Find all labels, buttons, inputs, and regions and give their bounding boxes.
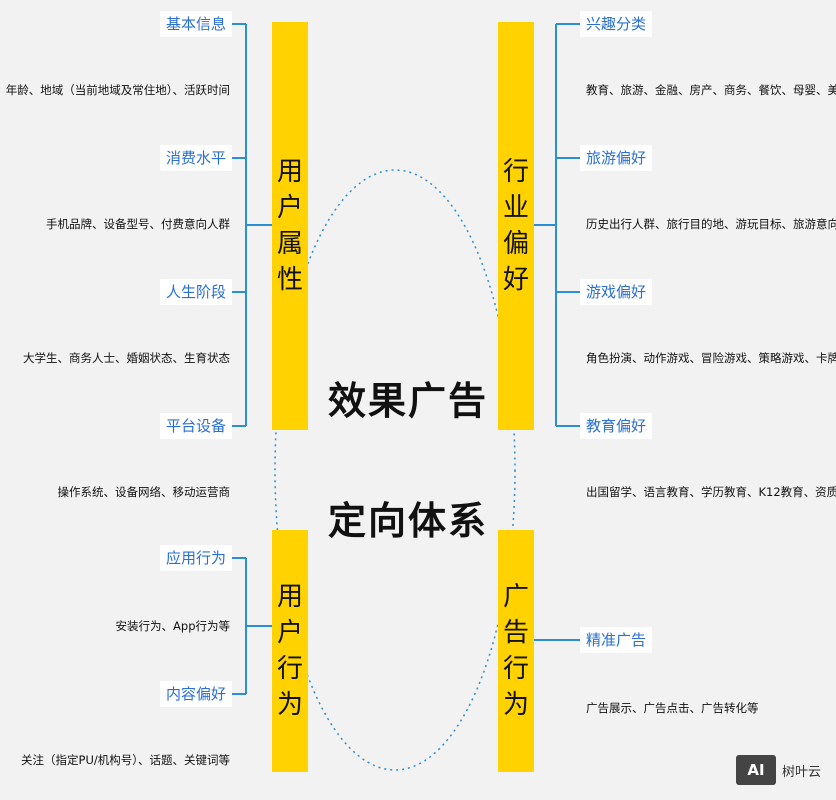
pillar-char: 广 xyxy=(502,582,529,612)
watermark-text: 树叶云 xyxy=(782,765,822,780)
label-platform-device: 平台设备 xyxy=(159,413,232,439)
label-precise-ads: 精准广告 xyxy=(580,627,653,653)
desc-content-preference: 关注（指定PU/机构号）、话题、关键词等 xyxy=(21,753,230,767)
pillar-char: 行 xyxy=(502,157,529,187)
left-lower-bracket xyxy=(232,557,272,695)
label-basic-info: 基本信息 xyxy=(159,11,232,37)
pillar-char: 业 xyxy=(502,193,529,223)
label-education-preference: 教育偏好 xyxy=(580,413,653,439)
watermark-logo: AI xyxy=(736,755,776,785)
right-upper-bracket xyxy=(534,23,580,427)
center-title-line2: 定向体系 xyxy=(327,499,488,543)
pillar-char: 性 xyxy=(276,265,303,295)
desc-platform-device: 操作系统、设备网络、移动运营商 xyxy=(57,485,231,499)
desc-basic-info: 性别、年龄、地域（当前地域及常住地）、活跃时间 xyxy=(0,83,230,97)
pillar-char: 为 xyxy=(276,690,303,720)
dotted-ellipse xyxy=(274,169,516,771)
pillar-char: 行 xyxy=(276,654,303,684)
label-life-stage: 人生阶段 xyxy=(159,279,232,305)
label-content-preference: 内容偏好 xyxy=(159,681,232,707)
pillar-char: 用 xyxy=(276,157,303,187)
pillar-user-attributes-text: 用户属性 xyxy=(277,154,303,298)
pillar-user-behavior: 用户行为 xyxy=(272,530,308,772)
pillar-industry-preference-text: 行业偏好 xyxy=(503,154,529,298)
label-travel-preference: 旅游偏好 xyxy=(580,145,653,171)
pillar-char: 告 xyxy=(502,618,529,648)
center-title-line1: 效果广告 xyxy=(327,379,488,423)
label-consumption-level: 消费水平 xyxy=(159,145,232,171)
desc-consumption-level: 手机品牌、设备型号、付费意向人群 xyxy=(46,217,230,231)
pillar-industry-preference: 行业偏好 xyxy=(498,22,534,430)
desc-game-preference: 角色扮演、动作游戏、冒险游戏、策略游戏、卡牌游戏等 xyxy=(586,351,836,365)
pillar-user-attributes: 用户属性 xyxy=(272,22,308,430)
desc-travel-preference: 历史出行人群、旅行目的地、游玩目标、旅游意向人群等 xyxy=(586,217,836,231)
left-upper-bracket xyxy=(232,23,272,427)
pillar-char: 偏 xyxy=(502,229,529,259)
desc-interest-category: 教育、旅游、金融、房产、商务、餐饮、母婴、美妆等 xyxy=(586,83,836,97)
pillar-char: 为 xyxy=(502,690,529,720)
label-interest-category: 兴趣分类 xyxy=(580,11,653,37)
pillar-ad-behavior-text: 广告行为 xyxy=(503,579,529,723)
pillar-ad-behavior: 广告行为 xyxy=(498,530,534,772)
label-game-preference: 游戏偏好 xyxy=(580,279,653,305)
pillar-user-behavior-text: 用户行为 xyxy=(277,579,303,723)
desc-education-preference: 出国留学、语言教育、学历教育、K12教育、资质考试等 xyxy=(586,485,836,499)
pillar-char: 属 xyxy=(276,229,303,259)
label-app-behavior: 应用行为 xyxy=(159,545,232,571)
desc-app-behavior: 安装行为、App行为等 xyxy=(115,619,230,633)
pillar-char: 户 xyxy=(276,193,303,223)
desc-life-stage: 大学生、商务人士、婚姻状态、生育状态 xyxy=(23,351,230,365)
pillar-char: 用 xyxy=(276,582,303,612)
pillar-char: 户 xyxy=(276,618,303,648)
desc-precise-ads: 广告展示、广告点击、广告转化等 xyxy=(586,701,759,715)
pillar-char: 好 xyxy=(502,265,529,295)
pillar-char: 行 xyxy=(502,654,529,684)
